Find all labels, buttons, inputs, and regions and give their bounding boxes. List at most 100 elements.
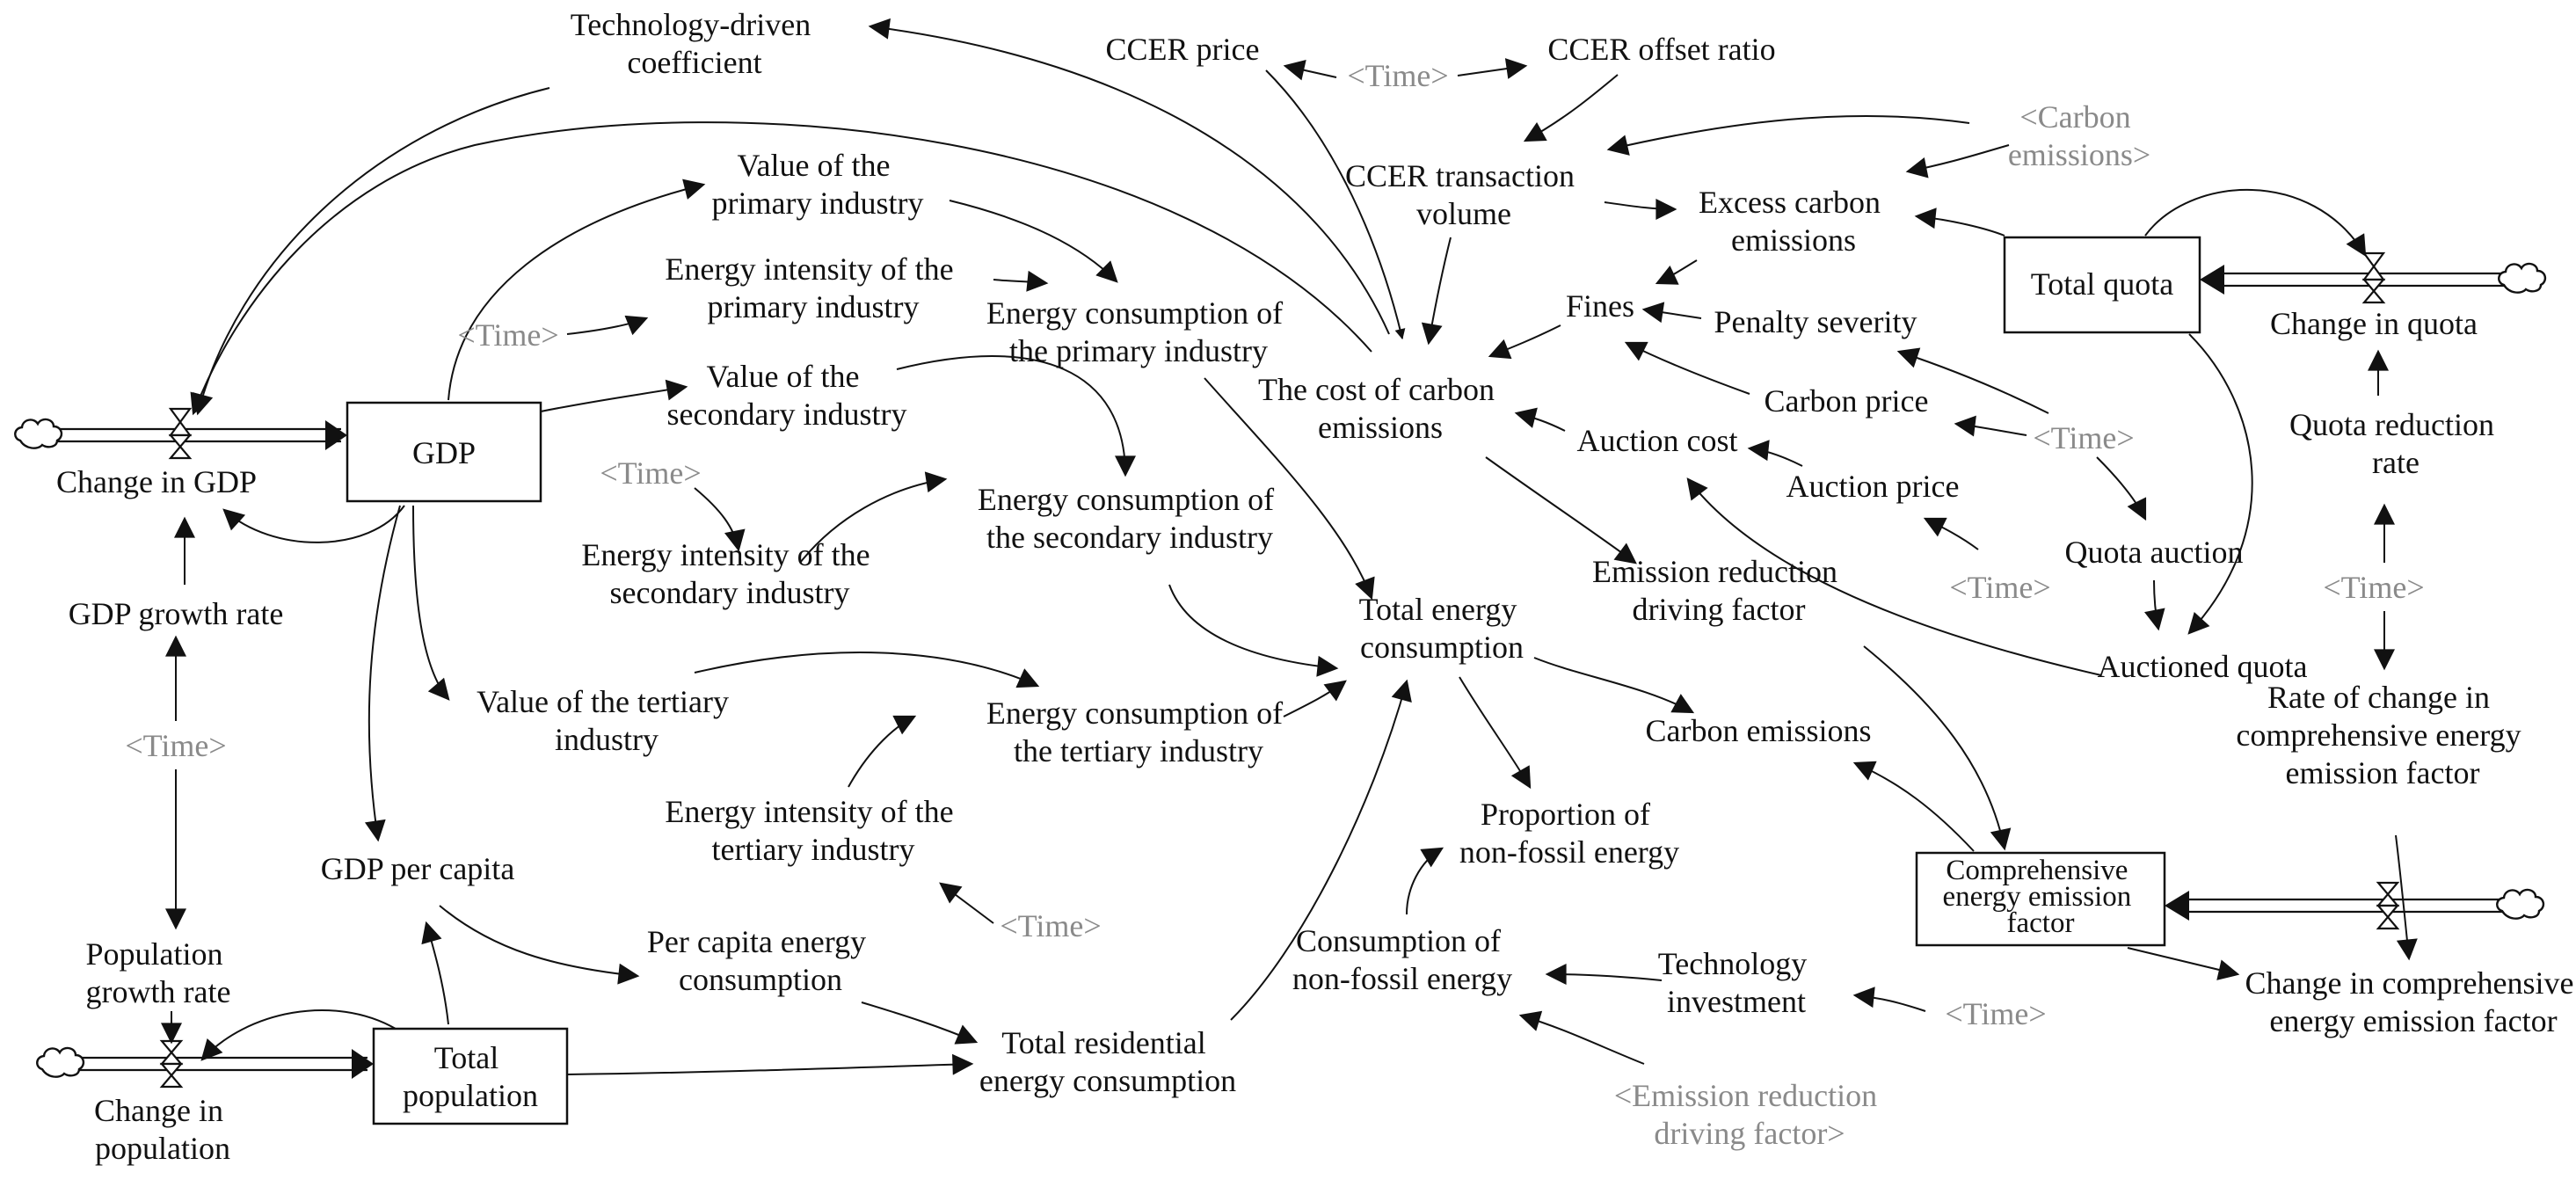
link-intensity-primary-to-consumption xyxy=(993,270,1049,292)
population-inflow-pipe xyxy=(63,1049,374,1079)
link-total-energy-to-carbon xyxy=(1533,657,1695,714)
var-consumption-secondary[interactable]: Energy consumption of the secondary indu… xyxy=(978,482,1282,555)
emission-factor-inflow-pipe xyxy=(2165,891,2514,921)
shadow-time[interactable]: <Time> xyxy=(1945,996,2046,1031)
link-investment-to-nonfossil xyxy=(1545,964,1663,986)
link-value-tertiary-to-consumption xyxy=(694,652,1040,688)
var-residential-energy[interactable]: Total residential energy consumption xyxy=(979,1025,1236,1098)
link-time-to-ccer-offset xyxy=(1457,58,1528,79)
labels: GDP Total quota Total population Compreh… xyxy=(56,7,2576,1166)
gdp-inflow-pipe xyxy=(55,420,347,450)
flow-change-in-emission-factor[interactable]: Change in comprehensive energy emission … xyxy=(2245,965,2576,1038)
link-emission-factor-to-carbon xyxy=(1852,761,1975,852)
var-fines[interactable]: Fines xyxy=(1566,288,1634,324)
var-total-energy-consumption[interactable]: Total energy consumption xyxy=(1359,592,1525,665)
var-technology-investment[interactable]: Technology investment xyxy=(1658,946,1815,1019)
var-value-primary[interactable]: Value of the primary industry xyxy=(712,148,924,221)
link-nonfossil-to-proportion xyxy=(1406,847,1444,915)
stock-box-emission-factor[interactable] xyxy=(1915,851,2166,947)
var-value-secondary[interactable]: Value of the secondary industry xyxy=(667,359,907,432)
stock-boxes xyxy=(346,236,2201,1125)
var-intensity-primary[interactable]: Energy intensity of the primary industry xyxy=(665,251,961,324)
shadow-time[interactable]: <Time> xyxy=(600,455,701,491)
shadow-time[interactable]: <Time> xyxy=(2033,420,2134,455)
link-time-to-intensity-tertiary xyxy=(939,882,994,924)
link-ccer-price-to-cost xyxy=(1265,69,1406,340)
link-time-to-auction-price xyxy=(1923,517,1979,550)
var-excess-carbon-emissions[interactable]: Excess carbon emissions xyxy=(1699,185,1888,258)
var-quota-reduction-rate[interactable]: Quota reduction rate xyxy=(2289,407,2502,480)
shadow-time[interactable]: <Time> xyxy=(1949,570,2050,605)
var-emission-reduction-factor[interactable]: Emission reduction driving factor xyxy=(1592,554,1845,627)
stock-total-quota[interactable]: Total quota xyxy=(2031,266,2173,302)
link-consumption-secondary-to-total xyxy=(1168,584,1339,677)
link-time-to-carbon-price xyxy=(1954,415,2027,437)
link-consumption-tertiary-to-total xyxy=(1283,680,1347,717)
var-non-fossil-proportion[interactable]: Proportion of non-fossil energy xyxy=(1459,797,1679,870)
link-cost-to-technology xyxy=(868,18,1390,335)
flow-change-in-gdp[interactable]: Change in GDP xyxy=(56,464,257,499)
shadow-carbon-emissions[interactable]: <Carbon emissions> xyxy=(2008,99,2150,172)
var-gdp-growth-rate[interactable]: GDP growth rate xyxy=(69,596,284,631)
link-quota-to-change-quota xyxy=(2144,188,2367,258)
link-volume-to-excess xyxy=(1604,198,1677,220)
stock-box-total-quota[interactable] xyxy=(2003,236,2201,334)
link-carbon-price-to-fines xyxy=(1624,341,1750,395)
link-offset-to-volume xyxy=(1523,74,1619,142)
link-population-to-per-capita xyxy=(421,921,449,1025)
link-cost-to-change-gdp xyxy=(190,121,1372,416)
link-population-to-residential xyxy=(566,1053,974,1075)
shadow-time[interactable]: <Time> xyxy=(1000,908,1101,943)
var-consumption-primary[interactable]: Energy consumption of the primary indust… xyxy=(986,295,1291,368)
flow-change-in-quota[interactable]: Change in quota xyxy=(2270,306,2478,341)
quota-inflow-pipe xyxy=(2200,265,2514,295)
link-fines-to-cost xyxy=(1488,324,1561,360)
link-time-to-investment xyxy=(1852,987,1926,1012)
shadow-time[interactable]: <Time> xyxy=(2323,570,2424,605)
link-auctioned-to-auction-cost xyxy=(1686,477,2102,676)
link-total-energy-to-proportion xyxy=(1459,676,1532,790)
var-value-tertiary[interactable]: Value of the tertiary industry xyxy=(477,684,737,757)
link-shadow-emissions-to-volume xyxy=(1606,114,1970,156)
stock-box-total-population[interactable] xyxy=(372,1027,569,1125)
link-factor-to-change-factor xyxy=(2127,947,2240,980)
shadow-emission-reduction-factor[interactable]: <Emission reduction driving factor> xyxy=(1614,1078,1885,1151)
var-per-capita-energy[interactable]: Per capita energy consumption xyxy=(647,924,874,997)
var-ccer-transaction-volume[interactable]: CCER transaction volume xyxy=(1345,158,1583,231)
var-intensity-secondary[interactable]: Energy intensity of the secondary indust… xyxy=(581,537,877,610)
link-intensity-secondary-to-consumption xyxy=(799,471,948,564)
flow-change-in-population[interactable]: Change in population xyxy=(94,1093,231,1166)
var-cost-of-emissions[interactable]: The cost of carbon emissions xyxy=(1258,372,1503,445)
var-penalty-severity[interactable]: Penalty severity xyxy=(1714,304,1917,339)
cloud-icon xyxy=(36,1046,85,1078)
var-consumption-tertiary[interactable]: Energy consumption of the tertiary indus… xyxy=(986,695,1291,768)
shadow-time[interactable]: <Time> xyxy=(1347,58,1448,93)
cloud-icon xyxy=(2498,262,2547,294)
valve-icon xyxy=(159,1039,184,1089)
var-rate-change-factor[interactable]: Rate of change in comprehensive energy e… xyxy=(2236,680,2529,790)
var-carbon-price[interactable]: Carbon price xyxy=(1765,383,1929,419)
var-quota-auction[interactable]: Quota auction xyxy=(2065,535,2244,570)
stock-total-population[interactable]: Total population xyxy=(403,1040,538,1113)
link-time-to-ccer-price xyxy=(1283,60,1337,81)
shadow-time[interactable]: <Time> xyxy=(125,728,226,763)
var-auctioned-quota[interactable]: Auctioned quota xyxy=(2098,649,2308,684)
var-population-growth-rate[interactable]: Population growth rate xyxy=(85,936,230,1009)
var-carbon-emissions[interactable]: Carbon emissions xyxy=(1646,713,1872,748)
link-time-to-quota-auction xyxy=(2096,456,2147,521)
stock-emission-factor[interactable]: Comprehensive energy emission factor xyxy=(1942,855,2138,939)
var-gdp-per-capita[interactable]: GDP per capita xyxy=(321,851,515,886)
stock-box-gdp[interactable] xyxy=(346,401,542,503)
var-auction-price[interactable]: Auction price xyxy=(1786,469,1960,504)
link-quota-to-auctioned xyxy=(2187,333,2253,635)
stock-gdp[interactable]: GDP xyxy=(412,435,476,470)
shadow-time[interactable]: <Time> xyxy=(457,317,558,353)
var-ccer-price[interactable]: CCER price xyxy=(1106,32,1260,67)
var-auction-cost[interactable]: Auction cost xyxy=(1577,423,1738,458)
var-intensity-tertiary[interactable]: Energy intensity of the tertiary industr… xyxy=(665,794,961,867)
var-technology-coefficient[interactable]: Technology-driven coefficient xyxy=(571,7,819,80)
link-per-capita-to-energy xyxy=(439,905,640,985)
var-ccer-offset-ratio[interactable]: CCER offset ratio xyxy=(1547,32,1775,67)
var-non-fossil-consumption[interactable]: Consumption of non-fossil energy xyxy=(1292,923,1512,996)
